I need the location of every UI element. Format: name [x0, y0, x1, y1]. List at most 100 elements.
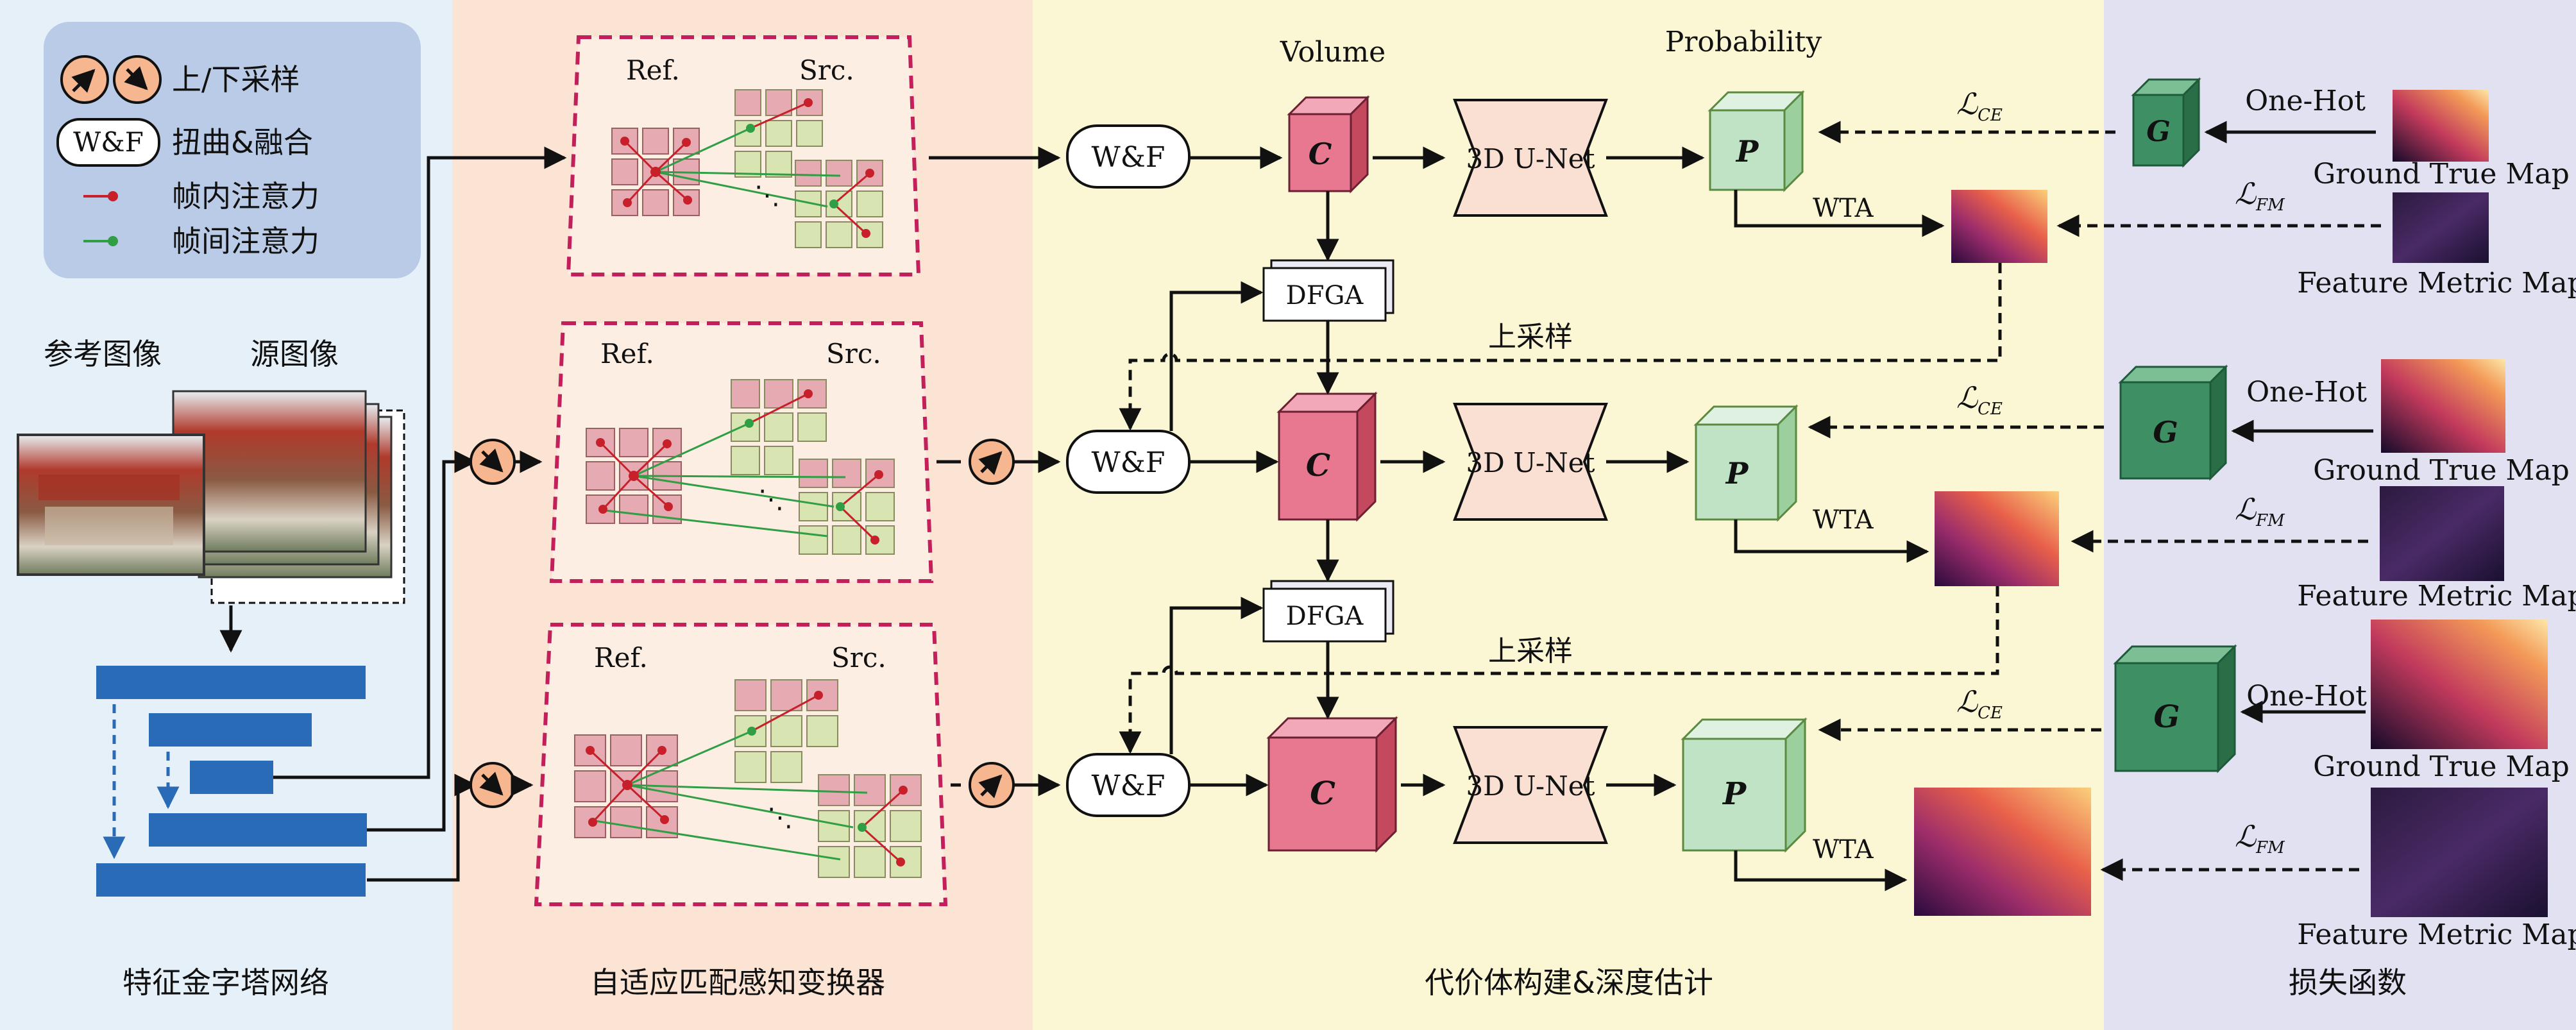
wf-block-2-text: W&F — [1092, 446, 1165, 479]
match-ref-label-3: Ref. — [594, 642, 648, 673]
match-dots-1: ⋱ — [754, 181, 780, 210]
matching-block-1: Ref. Src. ⋱ — [566, 35, 921, 276]
fm-label-1: Feature Metric Map — [2297, 267, 2576, 300]
source-images — [172, 390, 405, 604]
cube-c-2-text: C — [1306, 448, 1330, 484]
pyramid-level-1 — [96, 666, 366, 699]
match-src-label-2: Src. — [826, 338, 881, 369]
cube-c-1-text: C — [1309, 137, 1332, 171]
ref-image-label: 参考图像 — [44, 337, 162, 371]
probability-cube-3: P — [1681, 717, 1808, 853]
cube-p-1-text: P — [1735, 134, 1759, 169]
cube-p-2-text: P — [1725, 456, 1749, 491]
gt-label-2: Ground True Map — [2313, 454, 2570, 487]
upsample-icon — [60, 55, 109, 104]
onehot-label-3: One-Hot — [2246, 680, 2367, 713]
onehot-label-2: One-Hot — [2246, 376, 2367, 409]
legend-wf-badge — [56, 118, 160, 167]
panel-title-transformer: 自适应匹配感知变换器 — [590, 965, 885, 1000]
dfga-2-text: DFGA — [1286, 602, 1364, 631]
ground-truth-map-3 — [2371, 620, 2548, 749]
gt-label-1: Ground True Map — [2313, 158, 2570, 190]
gt-cube-2: G — [2118, 364, 2228, 481]
depth-map-1 — [1951, 190, 2047, 263]
dfga-1-text: DFGA — [1286, 281, 1364, 310]
gt-label-3: Ground True Map — [2313, 750, 2570, 783]
probability-cube-1: P — [1707, 90, 1805, 192]
unet-3: 3D U-Net — [1453, 726, 1608, 844]
match-ref-label-1: Ref. — [626, 55, 680, 86]
matching-block-3: Ref. Src. ⋱ — [534, 623, 948, 906]
wta-3-text: WTA — [1813, 835, 1874, 865]
legend-intra-text: 帧内注意力 — [172, 179, 319, 214]
fm-label-2: Feature Metric Map — [2297, 580, 2576, 612]
unet-1-text: 3D U-Net — [1466, 143, 1595, 174]
cube-g-2-text: G — [2153, 415, 2178, 450]
match-ref-label-2: Ref. — [600, 338, 654, 369]
ground-truth-map-2 — [2381, 359, 2505, 453]
legend-wf-text: 扭曲&融合 — [172, 125, 313, 160]
upsample-label-1: 上采样 — [1488, 321, 1573, 353]
legend-wf-badge-text: W&F — [73, 126, 144, 158]
loss-fm-3: ℒFM — [2235, 819, 2285, 857]
upsample-circle-3 — [969, 762, 1015, 808]
upsample-circle-2 — [969, 439, 1015, 485]
pyramid-out-3 — [367, 773, 477, 882]
loss-ce-2: ℒCE — [1956, 380, 2003, 419]
pyramid-level-2 — [149, 713, 312, 747]
pyramid-out-2 — [367, 450, 477, 832]
upsample-feedback-1 — [1119, 263, 2002, 431]
wta-1-text: WTA — [1813, 194, 1874, 223]
probability-label: Probability — [1665, 26, 1822, 58]
unet-2-text: 3D U-Net — [1466, 447, 1595, 478]
downsample-icon — [113, 55, 162, 104]
unet-1: 3D U-Net — [1453, 99, 1608, 217]
match-src-label-3: Src. — [831, 642, 886, 673]
depth-map-3 — [1914, 788, 2091, 916]
dfga-block-1: DFGA — [1262, 259, 1394, 322]
match-src-label-1: Src. — [799, 55, 854, 86]
volume-label: Volume — [1280, 36, 1385, 69]
reference-image — [17, 434, 205, 576]
gt-cube-3: G — [2113, 644, 2237, 773]
legend-intra-dot — [108, 191, 118, 201]
cube-p-3-text: P — [1722, 776, 1747, 812]
depth-map-2 — [1935, 491, 2059, 586]
cube-g-1-text: G — [2146, 115, 2171, 148]
cost-volume-cube-2: C — [1276, 391, 1378, 522]
unet-3-text: 3D U-Net — [1466, 770, 1595, 802]
cube-g-3-text: G — [2154, 699, 2180, 735]
gt-cube-1: G — [2131, 77, 2201, 168]
src-image-label: 源图像 — [250, 337, 339, 371]
unet-2: 3D U-Net — [1453, 403, 1608, 521]
downsample-circle-3 — [470, 762, 516, 808]
pyramid-level-4 — [149, 813, 367, 847]
upsample-feedback-2 — [1119, 586, 1999, 754]
cost-volume-cube-1: C — [1287, 95, 1370, 194]
loss-fm-1: ℒFM — [2235, 176, 2285, 215]
fm-label-3: Feature Metric Map — [2297, 918, 2576, 951]
upsample-label-2: 上采样 — [1488, 635, 1573, 668]
loss-ce-3: ℒCE — [1956, 684, 2003, 723]
cost-volume-cube-3: C — [1266, 716, 1398, 853]
probability-cube-2: P — [1693, 404, 1799, 522]
legend: 上/下采样 W&F 扭曲&融合 帧内注意力 帧间注意力 — [44, 22, 421, 278]
ground-truth-map-1 — [2393, 90, 2489, 162]
feature-pyramid — [96, 666, 367, 897]
wf-block-3-text: W&F — [1092, 770, 1165, 802]
panel-title-loss: 损失函数 — [2289, 965, 2407, 1000]
panel-title-feature-pyramid: 特征金字塔网络 — [123, 965, 329, 1000]
loss-ce-1: ℒCE — [1956, 87, 2003, 125]
matching-block-2: Ref. Src. ⋱ — [549, 321, 934, 583]
wf-block-1-text: W&F — [1092, 141, 1165, 174]
pyramid-level-3 — [190, 761, 273, 794]
feature-metric-map-2 — [2380, 486, 2504, 581]
feature-metric-map-3 — [2371, 788, 2548, 917]
legend-inter-text: 帧间注意力 — [172, 224, 319, 258]
downsample-circle-2 — [470, 439, 516, 485]
pyramid-level-5 — [96, 863, 366, 897]
dfga-block-2: DFGA — [1262, 580, 1394, 643]
wta-2-text: WTA — [1813, 505, 1874, 535]
cube-c-3-text: C — [1310, 774, 1335, 812]
